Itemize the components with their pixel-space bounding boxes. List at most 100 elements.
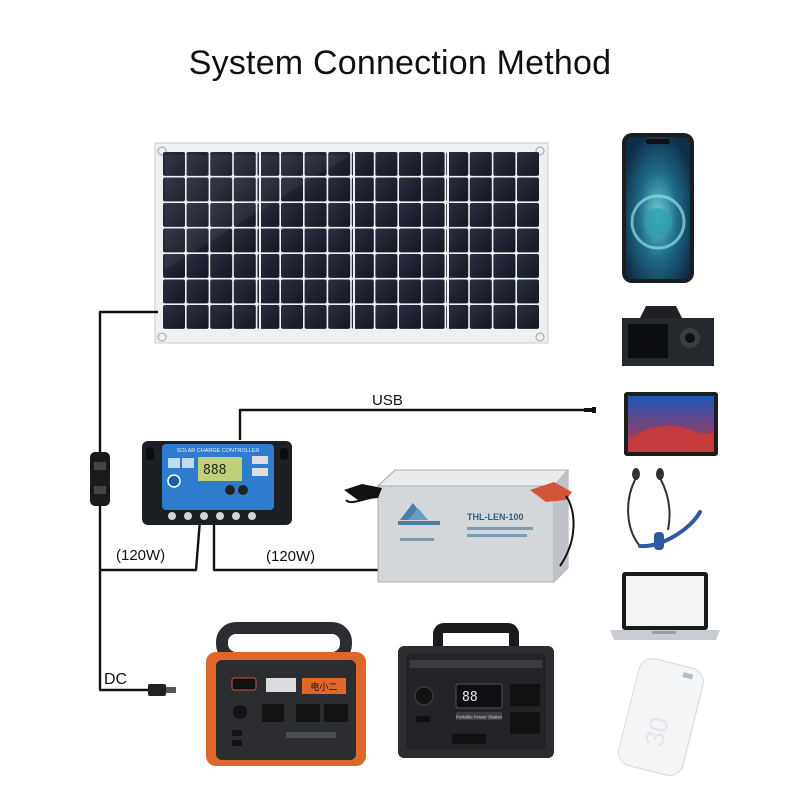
solar-cell	[422, 254, 445, 278]
solar-cell	[469, 279, 492, 304]
power-station-button-label: Portable Power Station	[456, 715, 503, 720]
mc4-connector	[90, 452, 110, 506]
solar-cell	[422, 305, 445, 329]
controller-terminal	[216, 512, 224, 520]
solar-cell	[210, 177, 233, 202]
solar-cell	[281, 305, 303, 329]
solar-cell	[375, 279, 398, 304]
solar-cell	[163, 203, 185, 227]
solar-cell	[328, 279, 351, 304]
solar-cell	[163, 228, 185, 253]
solar-cell	[328, 152, 351, 176]
charge-controller: SOLAR CHARGE CONTROLLER 888	[142, 441, 292, 525]
power-bank-label: 30	[639, 714, 675, 749]
solar-cell	[517, 152, 539, 176]
solar-cell	[446, 152, 469, 176]
controller-header: SOLAR CHARGE CONTROLLER	[177, 448, 260, 454]
controller-terminal	[200, 512, 208, 520]
solar-cell	[446, 305, 469, 329]
solar-cell	[186, 203, 209, 227]
dc-plug	[148, 684, 176, 696]
camera	[622, 306, 714, 366]
solar-cell	[399, 203, 421, 227]
solar-cell	[399, 305, 421, 329]
solar-cell	[493, 152, 516, 176]
solar-cell	[210, 152, 233, 176]
solar-cell	[517, 228, 539, 253]
solar-cell	[517, 279, 539, 304]
solar-cell	[233, 203, 256, 227]
solar-cell	[233, 305, 256, 329]
solar-cell	[446, 228, 469, 253]
battery-clip-black	[344, 484, 382, 504]
solar-cell	[186, 152, 209, 176]
solar-cell	[469, 254, 492, 278]
solar-cell	[351, 203, 374, 227]
solar-cell	[328, 305, 351, 329]
solar-cell	[233, 254, 256, 278]
solar-cell	[210, 228, 233, 253]
laptop	[610, 572, 720, 640]
solar-cell	[375, 152, 398, 176]
solar-cell	[304, 152, 327, 176]
solar-cell	[493, 177, 516, 202]
solar-cell	[399, 177, 421, 202]
solar-cell	[328, 254, 351, 278]
solar-cell	[210, 254, 233, 278]
power-station-brand: 电小二	[310, 681, 337, 693]
solar-busbar	[259, 152, 261, 332]
solar-cell	[422, 203, 445, 227]
wiring	[98, 310, 596, 692]
solar-busbar	[353, 152, 355, 332]
controller-terminal	[168, 512, 176, 520]
solar-cell	[328, 228, 351, 253]
solar-cell	[469, 305, 492, 329]
portable-power-station-black: 88 Portable Power Station	[398, 623, 554, 758]
solar-cell	[399, 152, 421, 176]
usb-label: USB	[372, 392, 403, 409]
solar-cell	[304, 177, 327, 202]
solar-cell	[257, 254, 280, 278]
solar-cell	[281, 152, 303, 176]
portable-power-station-orange: 电小二	[206, 622, 366, 766]
solar-panel	[154, 142, 549, 344]
solar-cell	[186, 305, 209, 329]
earphones	[627, 468, 702, 550]
solar-cell	[257, 228, 280, 253]
solar-cell	[446, 203, 469, 227]
solar-cell	[446, 254, 469, 278]
solar-cell	[186, 254, 209, 278]
solar-cell	[375, 228, 398, 253]
controller-terminal	[184, 512, 192, 520]
solar-cell	[399, 228, 421, 253]
controller-terminal	[232, 512, 240, 520]
solar-cell	[304, 228, 327, 253]
solar-cell	[375, 177, 398, 202]
solar-cell	[163, 152, 185, 176]
solar-cell	[351, 228, 374, 253]
solar-cell	[493, 203, 516, 227]
solar-cell	[281, 228, 303, 253]
controller-display: 888	[203, 463, 226, 478]
solar-cell	[446, 177, 469, 202]
solar-cell	[163, 254, 185, 278]
solar-cell	[257, 203, 280, 227]
solar-cell	[186, 279, 209, 304]
power-station-display: 88	[462, 690, 478, 705]
solar-cell	[233, 177, 256, 202]
solar-cell	[422, 177, 445, 202]
solar-cell	[517, 177, 539, 202]
panel-lead-wire	[98, 310, 158, 452]
solar-cell	[446, 279, 469, 304]
solar-cell	[469, 228, 492, 253]
solar-cell	[163, 279, 185, 304]
solar-cell	[210, 203, 233, 227]
solar-cell	[493, 228, 516, 253]
solar-cell	[257, 152, 280, 176]
solar-cell	[163, 177, 185, 202]
solar-cell	[517, 203, 539, 227]
solar-cell	[304, 305, 327, 329]
solar-cell	[399, 254, 421, 278]
controller-battery-wire	[212, 520, 378, 572]
